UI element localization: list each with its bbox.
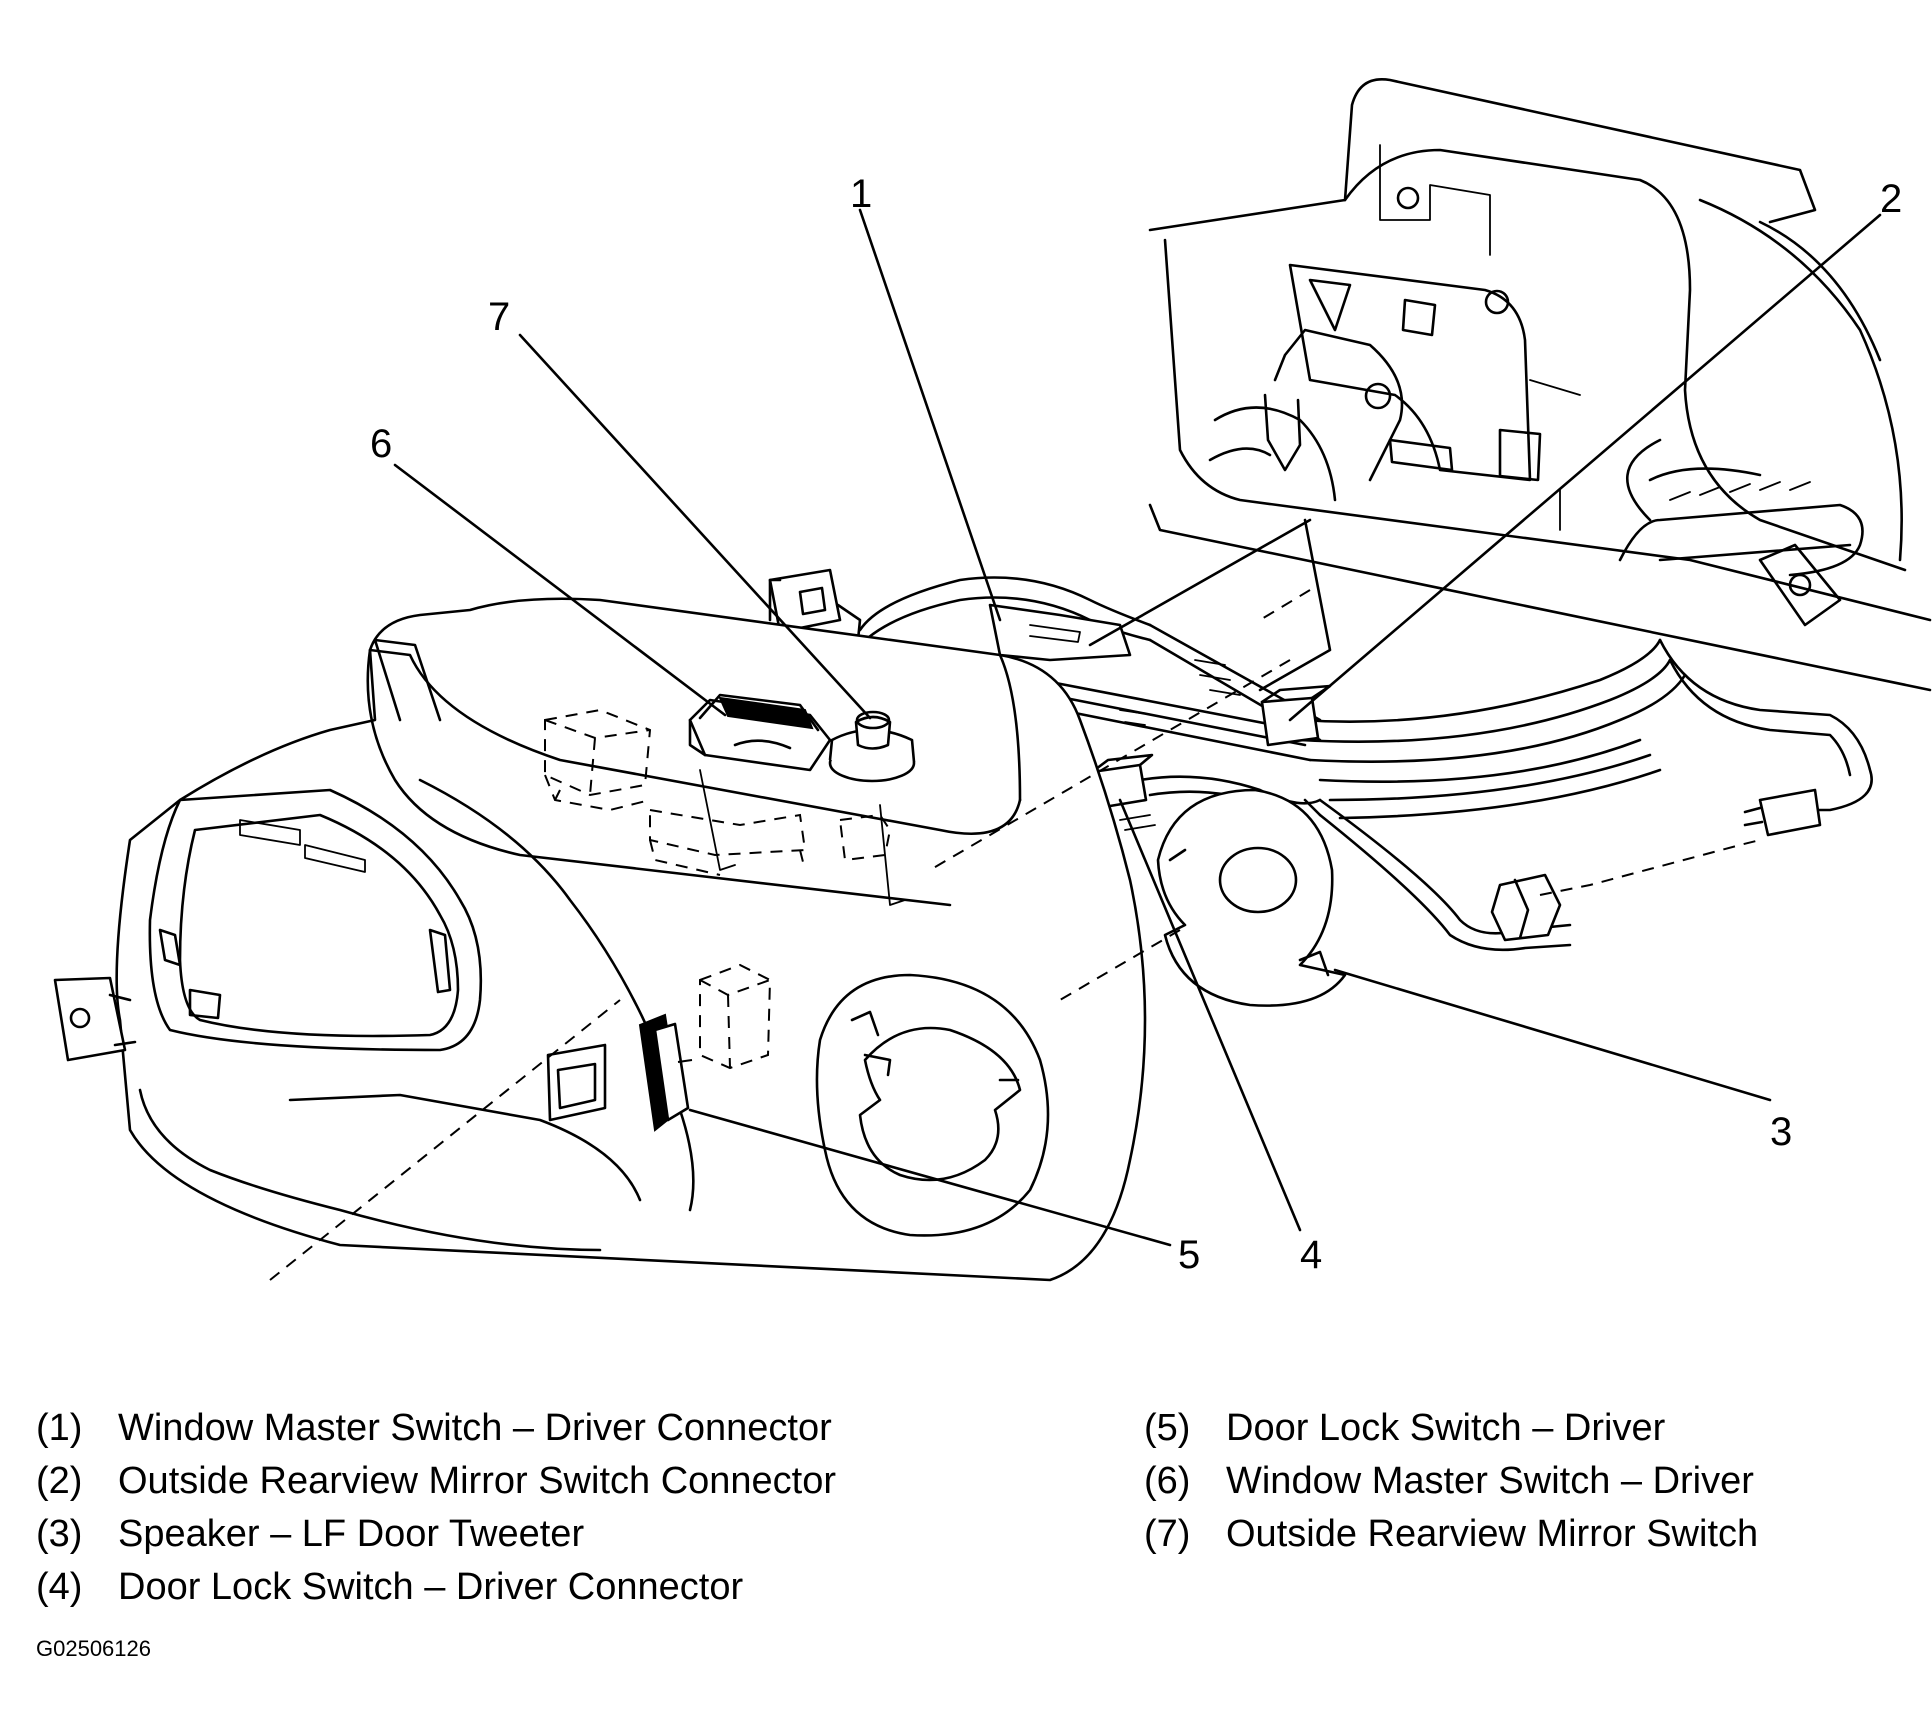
legend-item-2: (2) Outside Rearview Mirror Switch Conne… (36, 1455, 836, 1508)
figure-id: G02506126 (36, 1636, 151, 1661)
callout-1: 1 (850, 172, 872, 216)
legend-item-label: Window Master Switch – Driver (1226, 1460, 1754, 1502)
legend-right-column: (5) Door Lock Switch – Driver (6) Window… (1144, 1402, 1758, 1561)
callout-3: 3 (1770, 1110, 1792, 1154)
wiring-harness (858, 438, 1873, 952)
alignment-lines (269, 518, 1761, 1281)
callout-4: 4 (1300, 1233, 1322, 1277)
door-trim-panel (53, 597, 1147, 1282)
legend-item-number: (7) (1144, 1513, 1191, 1555)
legend-item-1: (1) Window Master Switch – Driver Connec… (36, 1402, 836, 1455)
legend-item-label: Window Master Switch – Driver Connector (118, 1407, 832, 1449)
leader-lines (393, 208, 1882, 1247)
callout-6: 6 (370, 422, 392, 466)
legend-item-number: (2) (36, 1460, 83, 1502)
door-frame (1148, 77, 1932, 692)
tweeter-speaker (1156, 788, 1347, 1007)
legend-item-label: Door Lock Switch – Driver (1226, 1407, 1666, 1449)
legend-item-label: Outside Rearview Mirror Switch Connector (118, 1460, 837, 1502)
legend-item-number: (4) (36, 1566, 83, 1608)
legend-left-column: (1) Window Master Switch – Driver Connec… (36, 1402, 836, 1614)
legend-item-3: (3) Speaker – LF Door Tweeter (36, 1508, 836, 1561)
callout-2: 2 (1880, 177, 1902, 221)
legend-item-5: (5) Door Lock Switch – Driver (1144, 1402, 1758, 1455)
harness-connectors (768, 568, 1822, 942)
legend-item-6: (6) Window Master Switch – Driver (1144, 1455, 1758, 1508)
callout-5: 5 (1178, 1233, 1200, 1277)
callout-7: 7 (488, 295, 510, 339)
legend-item-label: Outside Rearview Mirror Switch (1226, 1513, 1759, 1555)
legend-item-4: (4) Door Lock Switch – Driver Connector (36, 1561, 836, 1614)
legend-item-number: (5) (1144, 1407, 1191, 1449)
door-trim-exploded-diagram: 1 2 3 4 5 6 7 (53, 77, 1932, 1282)
legend-item-label: Door Lock Switch – Driver Connector (118, 1566, 744, 1608)
legend-item-number: (3) (36, 1513, 83, 1555)
legend-item-number: (6) (1144, 1460, 1191, 1502)
legend-item-7: (7) Outside Rearview Mirror Switch (1144, 1508, 1758, 1561)
legend-item-label: Speaker – LF Door Tweeter (118, 1513, 585, 1555)
legend-item-number: (1) (36, 1407, 83, 1449)
